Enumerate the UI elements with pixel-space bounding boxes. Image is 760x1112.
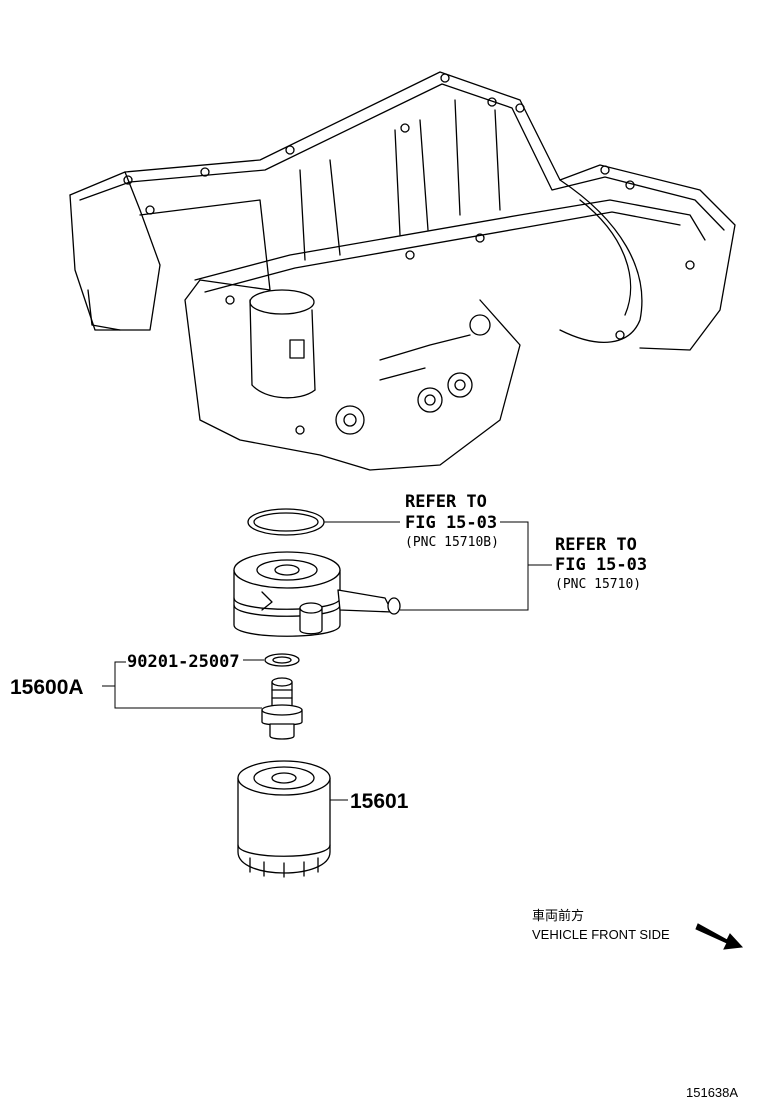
gasket-part-number: 90201-25007 bbox=[127, 652, 240, 672]
figure-id: 151638A bbox=[686, 1085, 738, 1100]
filter-part-number: 15601 bbox=[350, 790, 409, 813]
oil-cooler bbox=[233, 551, 401, 637]
leader-lines bbox=[102, 521, 552, 801]
arrow-down-right-icon bbox=[695, 923, 744, 950]
refer2-line2: FIG 15-03 bbox=[555, 555, 647, 575]
gasket-washer bbox=[264, 653, 300, 667]
oil-pan-housing bbox=[69, 71, 736, 471]
refer1-line1: REFER TO bbox=[405, 492, 487, 512]
refer2-pnc: (PNC 15710) bbox=[555, 577, 641, 592]
direction-en: VEHICLE FRONT SIDE bbox=[532, 927, 670, 942]
union-bolt bbox=[261, 677, 303, 740]
refer1-line2: FIG 15-03 bbox=[405, 513, 497, 533]
oil-filter bbox=[237, 760, 331, 878]
o-ring bbox=[247, 508, 325, 536]
assembly-part-number: 15600A bbox=[10, 676, 84, 699]
refer1-pnc: (PNC 15710B) bbox=[405, 535, 499, 550]
direction-jp: 車両前方 bbox=[532, 908, 584, 923]
refer2-line1: REFER TO bbox=[555, 535, 637, 555]
